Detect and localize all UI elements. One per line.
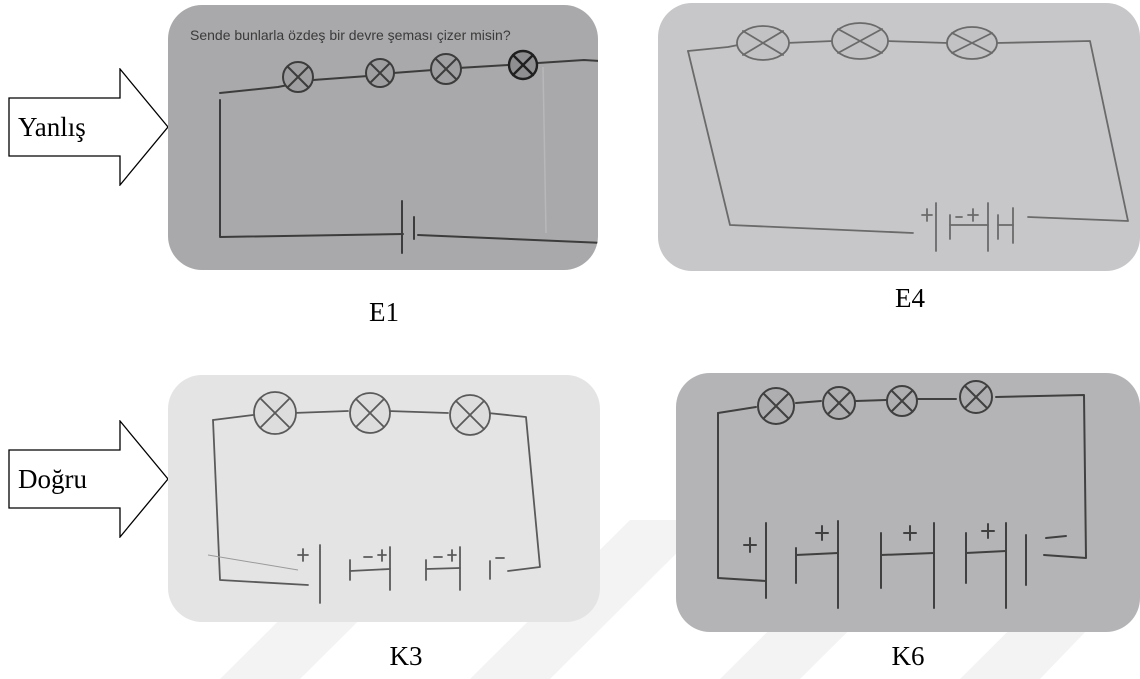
photo-k6 (676, 373, 1140, 632)
correct-arrow: Doğru (8, 420, 170, 538)
wrong-arrow: Yanlış (8, 68, 170, 186)
photo-e1: Sende bunlarla özdeş bir devre şeması çi… (168, 5, 598, 270)
caption-k3: K3 (389, 641, 423, 671)
caption-k6: K6 (891, 641, 925, 671)
photo-e4 (658, 3, 1140, 271)
photo-k3 (168, 375, 600, 622)
caption-e4: E4 (895, 283, 925, 313)
e1-handwritten-question: Sende bunlarla özdeş bir devre şeması çi… (190, 27, 511, 43)
caption-e1: E1 (369, 297, 399, 327)
wrong-arrow-label: Yanlış (18, 111, 86, 142)
correct-arrow-label: Doğru (18, 463, 87, 494)
